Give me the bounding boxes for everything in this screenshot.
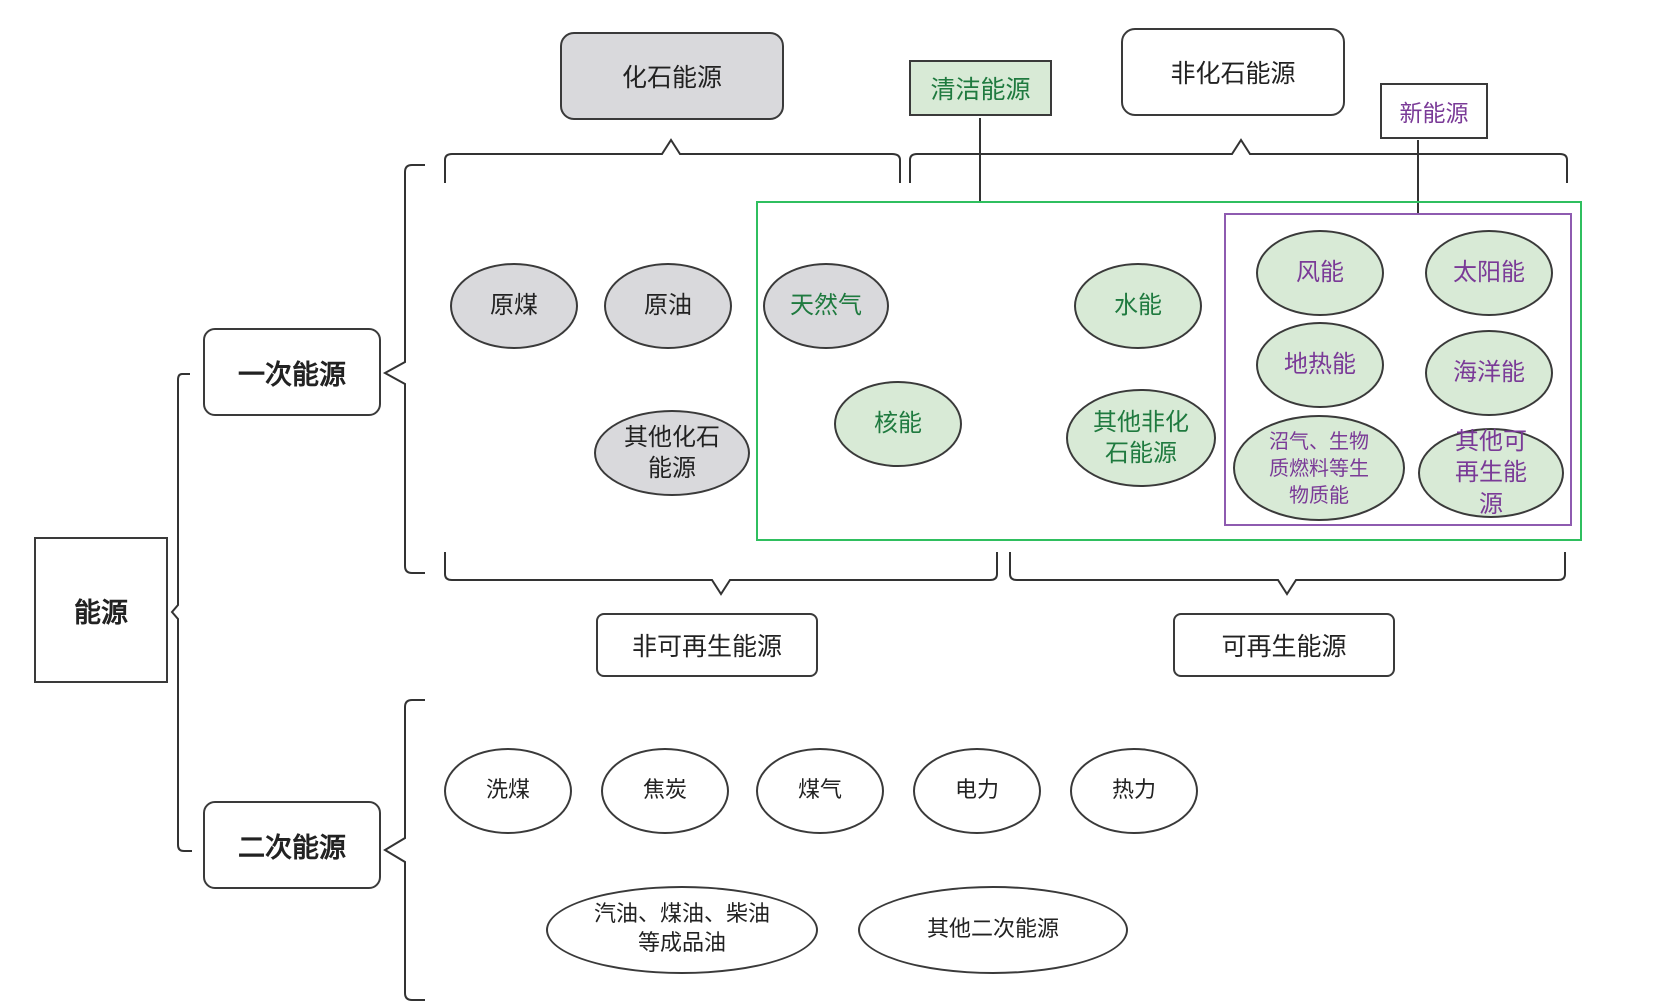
primary-brace — [382, 164, 425, 574]
heat-node: 热力 — [1070, 748, 1198, 834]
renewable-brace — [1009, 552, 1566, 596]
renewable-energy-label: 可再生能源 — [1173, 613, 1395, 677]
refined-oil-node: 汽油、煤油、柴油等成品油 — [546, 886, 818, 974]
raw-coal-node: 原煤 — [450, 263, 578, 349]
secondary-brace — [383, 699, 425, 1001]
other-renewable-node: 其他可再生能源 — [1418, 427, 1564, 518]
clean-energy-label: 清洁能源 — [909, 60, 1052, 116]
fossil-brace — [444, 138, 901, 183]
fossil-energy-label: 化石能源 — [560, 32, 784, 120]
other-secondary-node: 其他二次能源 — [858, 886, 1128, 974]
other-non-fossil-node: 其他非化石能源 — [1066, 389, 1216, 487]
electricity-node: 电力 — [913, 748, 1041, 834]
non-renewable-energy-label: 非可再生能源 — [596, 613, 818, 677]
solar-node: 太阳能 — [1425, 230, 1553, 316]
nuclear-node: 核能 — [834, 381, 962, 467]
primary-energy-node: 一次能源 — [203, 328, 381, 416]
coal-gas-node: 煤气 — [756, 748, 884, 834]
geothermal-node: 地热能 — [1256, 322, 1384, 408]
non-fossil-energy-label: 非化石能源 — [1121, 28, 1345, 116]
hydro-node: 水能 — [1074, 263, 1202, 349]
wind-node: 风能 — [1256, 230, 1384, 316]
other-fossil-node: 其他化石能源 — [594, 410, 750, 496]
crude-oil-node: 原油 — [604, 263, 732, 349]
biomass-node: 沼气、生物质燃料等生物质能 — [1233, 415, 1405, 521]
washed-coal-node: 洗煤 — [444, 748, 572, 834]
coke-node: 焦炭 — [601, 748, 729, 834]
root-brace — [170, 373, 192, 852]
root-node: 能源 — [34, 537, 168, 683]
new-energy-zone — [1224, 213, 1572, 526]
natural-gas-node: 天然气 — [763, 263, 889, 349]
new-energy-label: 新能源 — [1380, 83, 1488, 139]
non-fossil-brace — [909, 138, 1568, 183]
non-renewable-brace — [444, 552, 998, 596]
secondary-energy-node: 二次能源 — [203, 801, 381, 889]
ocean-node: 海洋能 — [1425, 330, 1553, 416]
clean-energy-zone — [756, 201, 1582, 541]
